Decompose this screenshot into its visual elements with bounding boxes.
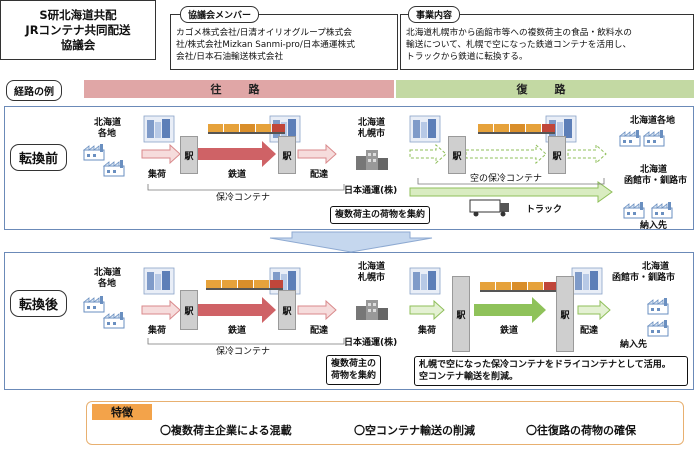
- route-label: 経路の例: [6, 80, 62, 101]
- after-dest-line-1: 北海道: [642, 262, 670, 272]
- after-station-2: 駅: [278, 290, 296, 330]
- before-label: 転換前: [10, 144, 68, 171]
- before-hub-company: 日本通運(株): [344, 186, 398, 196]
- after-note: 札幌で空になった保冷コンテナをドライコンテナとして活用。 空コンテナ輸送を削減。: [414, 356, 688, 386]
- members-line-3: 会社/日本石油輸送株式会社: [176, 52, 284, 62]
- features-tag: 特徴: [92, 404, 152, 420]
- council-title-line-2: JRコンテナ共同配送: [25, 22, 131, 37]
- before-origin-line-1: 北海道: [94, 118, 122, 128]
- before-rail: 鉄道: [228, 170, 247, 180]
- before-station-2: 駅: [278, 136, 296, 174]
- before-cold-container: 保冷コンテナ: [216, 193, 271, 203]
- after-origin-line-2: 各地: [98, 279, 117, 289]
- before-pickup: 集荷: [148, 170, 167, 180]
- features-box: [86, 401, 684, 445]
- after-pickup-2: 集荷: [418, 326, 437, 336]
- business-tag: 事業内容: [408, 6, 461, 23]
- outbound-band: 往 路: [84, 80, 394, 98]
- business-line-3: トラックから鉄道に転換する。: [406, 52, 528, 62]
- return-band: 復 路: [396, 80, 694, 98]
- feature-item-2: 〇空コンテナ輸送の削減: [354, 424, 475, 437]
- after-note-line-2: 空コンテナ輸送を削減。: [419, 372, 519, 382]
- after-delivery: 配達: [310, 326, 329, 336]
- business-line-2: 輸送について、札幌で空になった鉄道コンテナを活用し、: [406, 40, 632, 50]
- before-hub-line-1: 北海道: [358, 118, 386, 128]
- members-line-1: カゴメ株式会社/日清オイリオグループ株式会: [176, 28, 352, 38]
- before-station-1: 駅: [180, 136, 198, 174]
- council-title: S研北海道共配 JRコンテナ共同配送 協議会: [0, 0, 156, 60]
- council-title-line-1: S研北海道共配: [39, 7, 117, 22]
- business-box: [400, 14, 694, 70]
- after-rail: 鉄道: [228, 326, 247, 336]
- before-station-3: 駅: [448, 136, 466, 174]
- after-station-1: 駅: [180, 290, 198, 330]
- feature-item-1: 〇複数荷主企業による混載: [160, 424, 292, 437]
- before-hub-line-2: 札幌市: [358, 129, 386, 139]
- after-hub-company: 日本通運(株): [344, 338, 398, 348]
- business-line-1: 北海道札幌市から函館市等への複数荷主の食品・飲料水の: [406, 28, 632, 38]
- after-hub-line-2: 札幌市: [358, 273, 386, 283]
- members-text: カゴメ株式会社/日清オイリオグループ株式会 社/株式会社Mizkan Sanmi…: [176, 27, 355, 63]
- members-tag: 協議会メンバー: [180, 6, 260, 23]
- before-empty-container: 空の保冷コンテナ: [470, 174, 543, 184]
- before-consolidate: 複数荷主の荷物を集約: [330, 206, 431, 224]
- after-pickup: 集荷: [148, 326, 167, 336]
- business-text: 北海道札幌市から函館市等への複数荷主の食品・飲料水の 輸送について、札幌で空にな…: [406, 27, 632, 63]
- after-label: 転換後: [10, 290, 68, 317]
- members-box: [170, 14, 398, 70]
- after-cold-container: 保冷コンテナ: [216, 347, 271, 357]
- before-station-4: 駅: [548, 136, 566, 174]
- after-delivery-2: 配達: [580, 326, 599, 336]
- feature-item-3: 〇往復路の荷物の確保: [526, 424, 636, 437]
- before-dest2-line-2: 函館市・釧路市: [624, 176, 688, 186]
- before-delivery: 配達: [310, 170, 329, 180]
- after-hub-line-1: 北海道: [358, 262, 386, 272]
- after-origin-line-1: 北海道: [94, 268, 122, 278]
- before-delivery-dest: 納入先: [640, 221, 668, 231]
- members-line-2: 社/株式会社Mizkan Sanmi-pro/日本通運株式: [176, 40, 355, 50]
- after-station-3: 駅: [452, 276, 470, 352]
- council-title-line-3: 協議会: [60, 37, 96, 52]
- before-dest1: 北海道各地: [630, 116, 676, 126]
- after-note-line-1: 札幌で空になった保冷コンテナをドライコンテナとして活用。: [419, 360, 671, 370]
- after-station-4: 駅: [556, 276, 574, 352]
- after-consolidate-line-1: 複数荷主の: [331, 359, 377, 369]
- after-consolidate: 複数荷主の 荷物を集約: [326, 355, 382, 385]
- before-truck: トラック: [526, 205, 563, 215]
- before-dest2-line-1: 北海道: [640, 165, 668, 175]
- before-origin-line-2: 各地: [98, 129, 117, 139]
- after-rail-2: 鉄道: [500, 326, 519, 336]
- after-consolidate-line-2: 荷物を集約: [331, 371, 377, 381]
- after-dest-line-2: 函館市・釧路市: [612, 273, 676, 283]
- after-delivery-dest: 納入先: [620, 340, 648, 350]
